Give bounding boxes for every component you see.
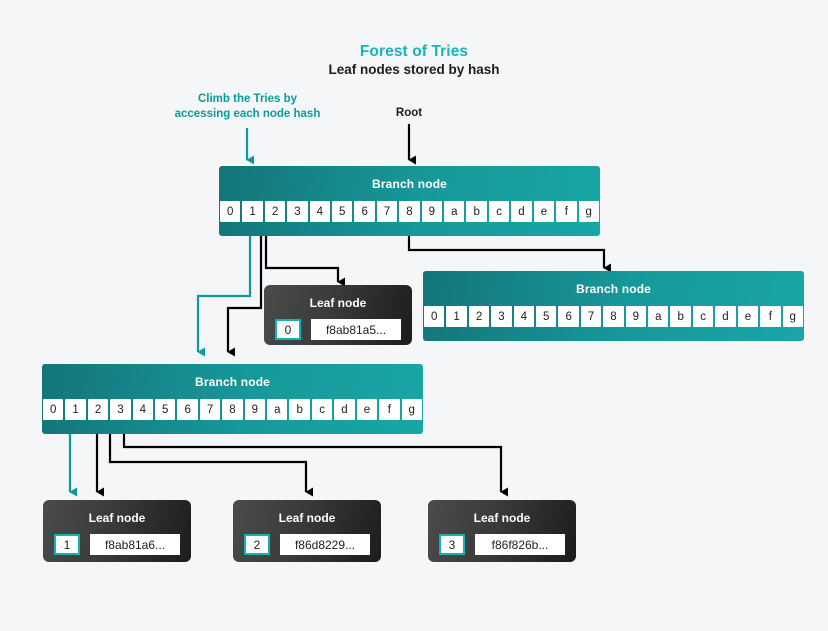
leaf-node-hash: f8ab81a6... <box>90 534 180 555</box>
leaf-node-hash: f8ab81a5... <box>311 319 401 340</box>
branch-cell[interactable]: a <box>648 306 669 327</box>
leaf-node-1[interactable]: Leaf node 1 f8ab81a6... <box>43 500 191 562</box>
branch-cell[interactable]: c <box>311 399 333 420</box>
branch-cell[interactable]: b <box>289 399 310 420</box>
branch-cell[interactable]: c <box>488 201 510 222</box>
leaf-node-2[interactable]: Leaf node 2 f86d8229... <box>233 500 381 562</box>
leaf-node-title: Leaf node <box>473 511 531 525</box>
branch-cell[interactable]: e <box>737 306 759 327</box>
branch-cell[interactable]: c <box>692 306 714 327</box>
branch-cell[interactable]: 6 <box>354 201 375 222</box>
branch-cell[interactable]: 2 <box>468 306 490 327</box>
annotation-root: Root <box>395 107 423 119</box>
leaf-node-row: 0 f8ab81a5... <box>264 319 412 340</box>
annotation-climb-tries: Climb the Tries by accessing each node h… <box>170 92 325 122</box>
branch-cell[interactable]: d <box>511 201 532 222</box>
leaf-node-3[interactable]: Leaf node 3 f86f826b... <box>428 500 576 562</box>
branch-cell[interactable]: 5 <box>536 306 557 327</box>
leaf-node-row: 1 f8ab81a6... <box>43 534 191 555</box>
branch-cell[interactable]: 2 <box>87 399 109 420</box>
branch-cell[interactable]: 3 <box>287 201 308 222</box>
branch-cell[interactable]: g <box>401 399 422 420</box>
branch-cell[interactable]: g <box>782 306 803 327</box>
branch-cell[interactable]: b <box>670 306 691 327</box>
branch-cell[interactable]: 4 <box>309 201 331 222</box>
branch-node-title: Branch node <box>576 282 651 296</box>
branch-cell[interactable]: f <box>556 201 577 222</box>
branch-cell[interactable]: 0 <box>424 306 445 327</box>
branch-cell[interactable]: 2 <box>264 201 286 222</box>
branch-node-cells: 0 1 2 3 4 5 6 7 8 9 a b c d e f g <box>219 201 600 222</box>
branch-cell[interactable]: 7 <box>199 399 221 420</box>
branch-cell[interactable]: 0 <box>220 201 241 222</box>
branch-cell[interactable]: 8 <box>603 306 624 327</box>
branch-cell[interactable]: e <box>533 201 555 222</box>
leaf-node-index: 1 <box>54 534 80 555</box>
branch-cell[interactable]: 6 <box>558 306 579 327</box>
annotation-climb-line1: Climb the Tries by <box>197 93 298 105</box>
branch-cell[interactable]: a <box>444 201 465 222</box>
branch-cell[interactable]: 4 <box>132 399 154 420</box>
branch-node-title: Branch node <box>372 177 447 191</box>
branch-cell[interactable]: 1 <box>65 399 86 420</box>
branch-cell[interactable]: d <box>715 306 736 327</box>
branch-cell[interactable]: 5 <box>332 201 353 222</box>
branch-cell[interactable]: 3 <box>110 399 131 420</box>
branch-node-right[interactable]: Branch node 0 1 2 3 4 5 6 7 8 9 a b c d … <box>423 271 804 341</box>
branch-cell[interactable]: 9 <box>421 201 443 222</box>
branch-node-cells: 0 1 2 3 4 5 6 7 8 9 a b c d e f g <box>42 399 423 420</box>
branch-cell[interactable]: 1 <box>446 306 467 327</box>
leaf-node-row: 3 f86f826b... <box>428 534 576 555</box>
branch-cell[interactable]: 8 <box>222 399 243 420</box>
leaf-node-title: Leaf node <box>309 296 367 310</box>
branch-cell[interactable]: 0 <box>43 399 64 420</box>
branch-cell[interactable]: b <box>466 201 487 222</box>
branch-node-title: Branch node <box>195 375 270 389</box>
branch-cell[interactable]: a <box>267 399 288 420</box>
branch-cell[interactable]: f <box>379 399 400 420</box>
branch-cell[interactable]: 7 <box>580 306 602 327</box>
page-subtitle: Leaf nodes stored by hash <box>328 62 500 77</box>
branch-cell[interactable]: 1 <box>242 201 263 222</box>
branch-node-lower[interactable]: Branch node 0 1 2 3 4 5 6 7 8 9 a b c d … <box>42 364 423 434</box>
branch-node-root[interactable]: Branch node 0 1 2 3 4 5 6 7 8 9 a b c d … <box>219 166 600 236</box>
branch-cell[interactable]: 9 <box>625 306 647 327</box>
branch-cell[interactable]: 5 <box>155 399 176 420</box>
leaf-node-index: 2 <box>244 534 270 555</box>
leaf-node-title: Leaf node <box>88 511 146 525</box>
annotation-climb-line2: accessing each node hash <box>174 108 321 120</box>
branch-cell[interactable]: 4 <box>513 306 535 327</box>
branch-cell[interactable]: 7 <box>376 201 398 222</box>
branch-cell[interactable]: 8 <box>399 201 420 222</box>
leaf-node-index: 0 <box>275 319 301 340</box>
branch-cell[interactable]: 9 <box>244 399 266 420</box>
branch-cell[interactable]: d <box>334 399 355 420</box>
branch-cell[interactable]: e <box>356 399 378 420</box>
leaf-node-hash: f86f826b... <box>475 534 565 555</box>
leaf-node-0[interactable]: Leaf node 0 f8ab81a5... <box>264 285 412 345</box>
leaf-node-index: 3 <box>439 534 465 555</box>
branch-cell[interactable]: g <box>578 201 599 222</box>
leaf-node-title: Leaf node <box>278 511 336 525</box>
branch-cell[interactable]: f <box>760 306 781 327</box>
leaf-node-hash: f86d8229... <box>280 534 370 555</box>
branch-cell[interactable]: 6 <box>177 399 198 420</box>
branch-node-cells: 0 1 2 3 4 5 6 7 8 9 a b c d e f g <box>423 306 804 327</box>
leaf-node-row: 2 f86d8229... <box>233 534 381 555</box>
page-title: Forest of Tries <box>359 43 469 60</box>
branch-cell[interactable]: 3 <box>491 306 512 327</box>
